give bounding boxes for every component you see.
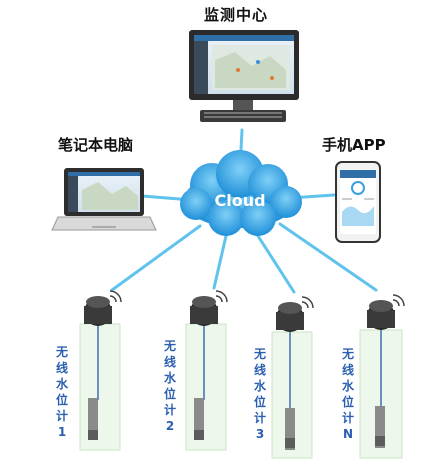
label-char: 1	[57, 425, 67, 439]
label-char: 水	[55, 377, 68, 391]
label-char: 位	[163, 387, 176, 401]
cloud-icon	[180, 150, 302, 236]
label-char: 水	[341, 379, 354, 393]
wifi-icon	[109, 290, 122, 303]
probe	[375, 406, 385, 448]
sensor-2	[185, 290, 228, 451]
probe	[88, 398, 98, 440]
wifi-icon	[392, 294, 405, 307]
sensor-3	[271, 296, 314, 459]
link-sensor-n	[278, 222, 378, 292]
label-char: 水	[163, 371, 176, 385]
desktop-computer	[189, 30, 299, 122]
label-char: 线	[55, 361, 68, 375]
well-tube	[79, 323, 121, 451]
label-char: 计	[253, 411, 266, 425]
label-char: 无	[253, 347, 266, 361]
cloud-label: Cloud	[214, 191, 265, 210]
label-char: 计	[341, 411, 354, 425]
smartphone	[335, 161, 381, 243]
label-char: 2	[165, 419, 175, 433]
sensor-n	[359, 294, 405, 459]
laptop-label: 笔记本电脑	[58, 136, 134, 154]
monitoring-center-label: 监测中心	[204, 6, 269, 24]
wifi-icon	[301, 296, 314, 309]
laptop-base	[51, 216, 157, 231]
link-sensor-2	[212, 234, 228, 290]
label-char: 无	[55, 345, 68, 359]
label-char: 线	[253, 363, 266, 377]
probe	[194, 398, 204, 440]
sensor-n-label: 无 线 水 位 计 N	[338, 346, 358, 442]
sensor-1	[79, 290, 122, 451]
label-char: 位	[341, 395, 354, 409]
label-char: N	[342, 427, 354, 441]
sensor-1-label: 无 线 水 位 计 1	[52, 344, 72, 440]
sensor-3-label: 无 线 水 位 计 3	[250, 346, 270, 442]
label-char: 位	[253, 395, 266, 409]
label-char: 3	[255, 427, 265, 441]
label-char: 位	[55, 393, 68, 407]
sensor-2-label: 无 线 水 位 计 2	[160, 338, 180, 434]
label-char: 计	[163, 403, 176, 417]
link-sensor-1	[110, 224, 202, 292]
laptop	[51, 168, 157, 231]
label-char: 线	[163, 355, 176, 369]
well-tube	[185, 323, 227, 451]
probe	[285, 408, 295, 450]
label-char: 计	[55, 409, 68, 423]
wifi-icon	[215, 290, 228, 303]
label-char: 无	[341, 347, 354, 361]
label-char: 无	[163, 339, 176, 353]
label-char: 线	[341, 363, 354, 377]
label-char: 水	[253, 379, 266, 393]
link-sensor-3	[256, 234, 296, 294]
monitor-stand	[233, 100, 253, 110]
mobile-app-label: 手机APP	[322, 136, 386, 154]
